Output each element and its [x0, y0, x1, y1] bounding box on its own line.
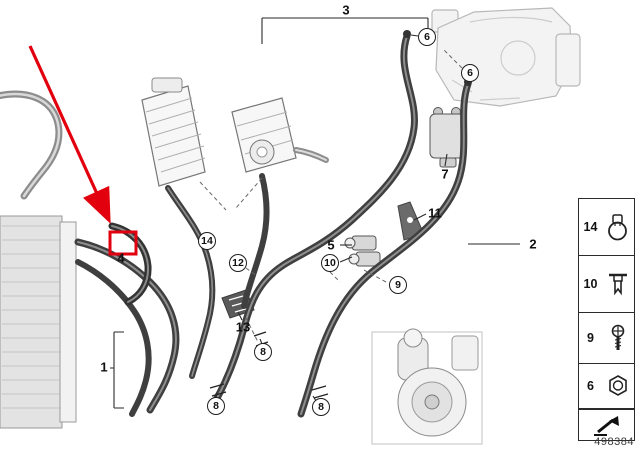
- dashed-leaders: [199, 49, 463, 343]
- hose-clamp-icon: [603, 212, 631, 242]
- sensor-bracket: [344, 235, 381, 267]
- red-arrow: [28, 45, 111, 224]
- callout-10[interactable]: 10: [321, 254, 339, 272]
- legend-label-6: 6: [587, 379, 594, 393]
- callout-1[interactable]: 1: [100, 359, 108, 375]
- heat-exchanger: [141, 77, 206, 187]
- legend-item-9[interactable]: 9: [579, 313, 634, 364]
- callout-14[interactable]: 14: [198, 232, 216, 250]
- legend-label-9: 9: [587, 331, 594, 345]
- legend-label-14: 14: [583, 220, 598, 234]
- callout-13[interactable]: 13: [235, 319, 251, 335]
- legend-panel: 14 10 9: [578, 198, 635, 441]
- legend-item-10[interactable]: 10: [579, 256, 634, 313]
- callout-6[interactable]: 6: [461, 64, 479, 82]
- water-pump-assembly: [371, 328, 483, 445]
- changeover-valve: [429, 107, 465, 168]
- red-highlight-box: [108, 230, 138, 256]
- callout-5[interactable]: 5: [327, 237, 335, 253]
- clamp-marks: [209, 331, 329, 399]
- legend-item-6[interactable]: 6: [579, 364, 634, 409]
- expander-clip-icon: [605, 269, 631, 299]
- hvac-housing: [431, 7, 581, 107]
- coolant-hoses: [74, 30, 472, 418]
- callout-6[interactable]: 6: [418, 28, 436, 46]
- red-annotation: [28, 45, 138, 256]
- callout-4-highlighted[interactable]: 4: [117, 250, 125, 266]
- leader-lines: [110, 17, 520, 409]
- callout-7[interactable]: 7: [441, 166, 449, 182]
- callout-12[interactable]: 12: [229, 254, 247, 272]
- coolant-pipe: [0, 90, 63, 200]
- callout-2[interactable]: 2: [529, 236, 537, 252]
- legend-item-14[interactable]: 14: [579, 199, 634, 256]
- callout-8[interactable]: 8: [207, 397, 225, 415]
- callout-11[interactable]: 11: [428, 205, 442, 221]
- screw-icon: [605, 323, 631, 353]
- heater-core: [231, 97, 329, 173]
- callout-8[interactable]: 8: [254, 343, 272, 361]
- radiator: [0, 215, 77, 429]
- direction-arrow-icon: [579, 409, 634, 440]
- drawing-number: 498384: [594, 436, 634, 448]
- callout-8[interactable]: 8: [312, 398, 330, 416]
- callout-3[interactable]: 3: [342, 2, 350, 18]
- hex-nut-icon: [605, 372, 631, 400]
- legend-label-10: 10: [583, 277, 598, 291]
- callout-9[interactable]: 9: [389, 276, 407, 294]
